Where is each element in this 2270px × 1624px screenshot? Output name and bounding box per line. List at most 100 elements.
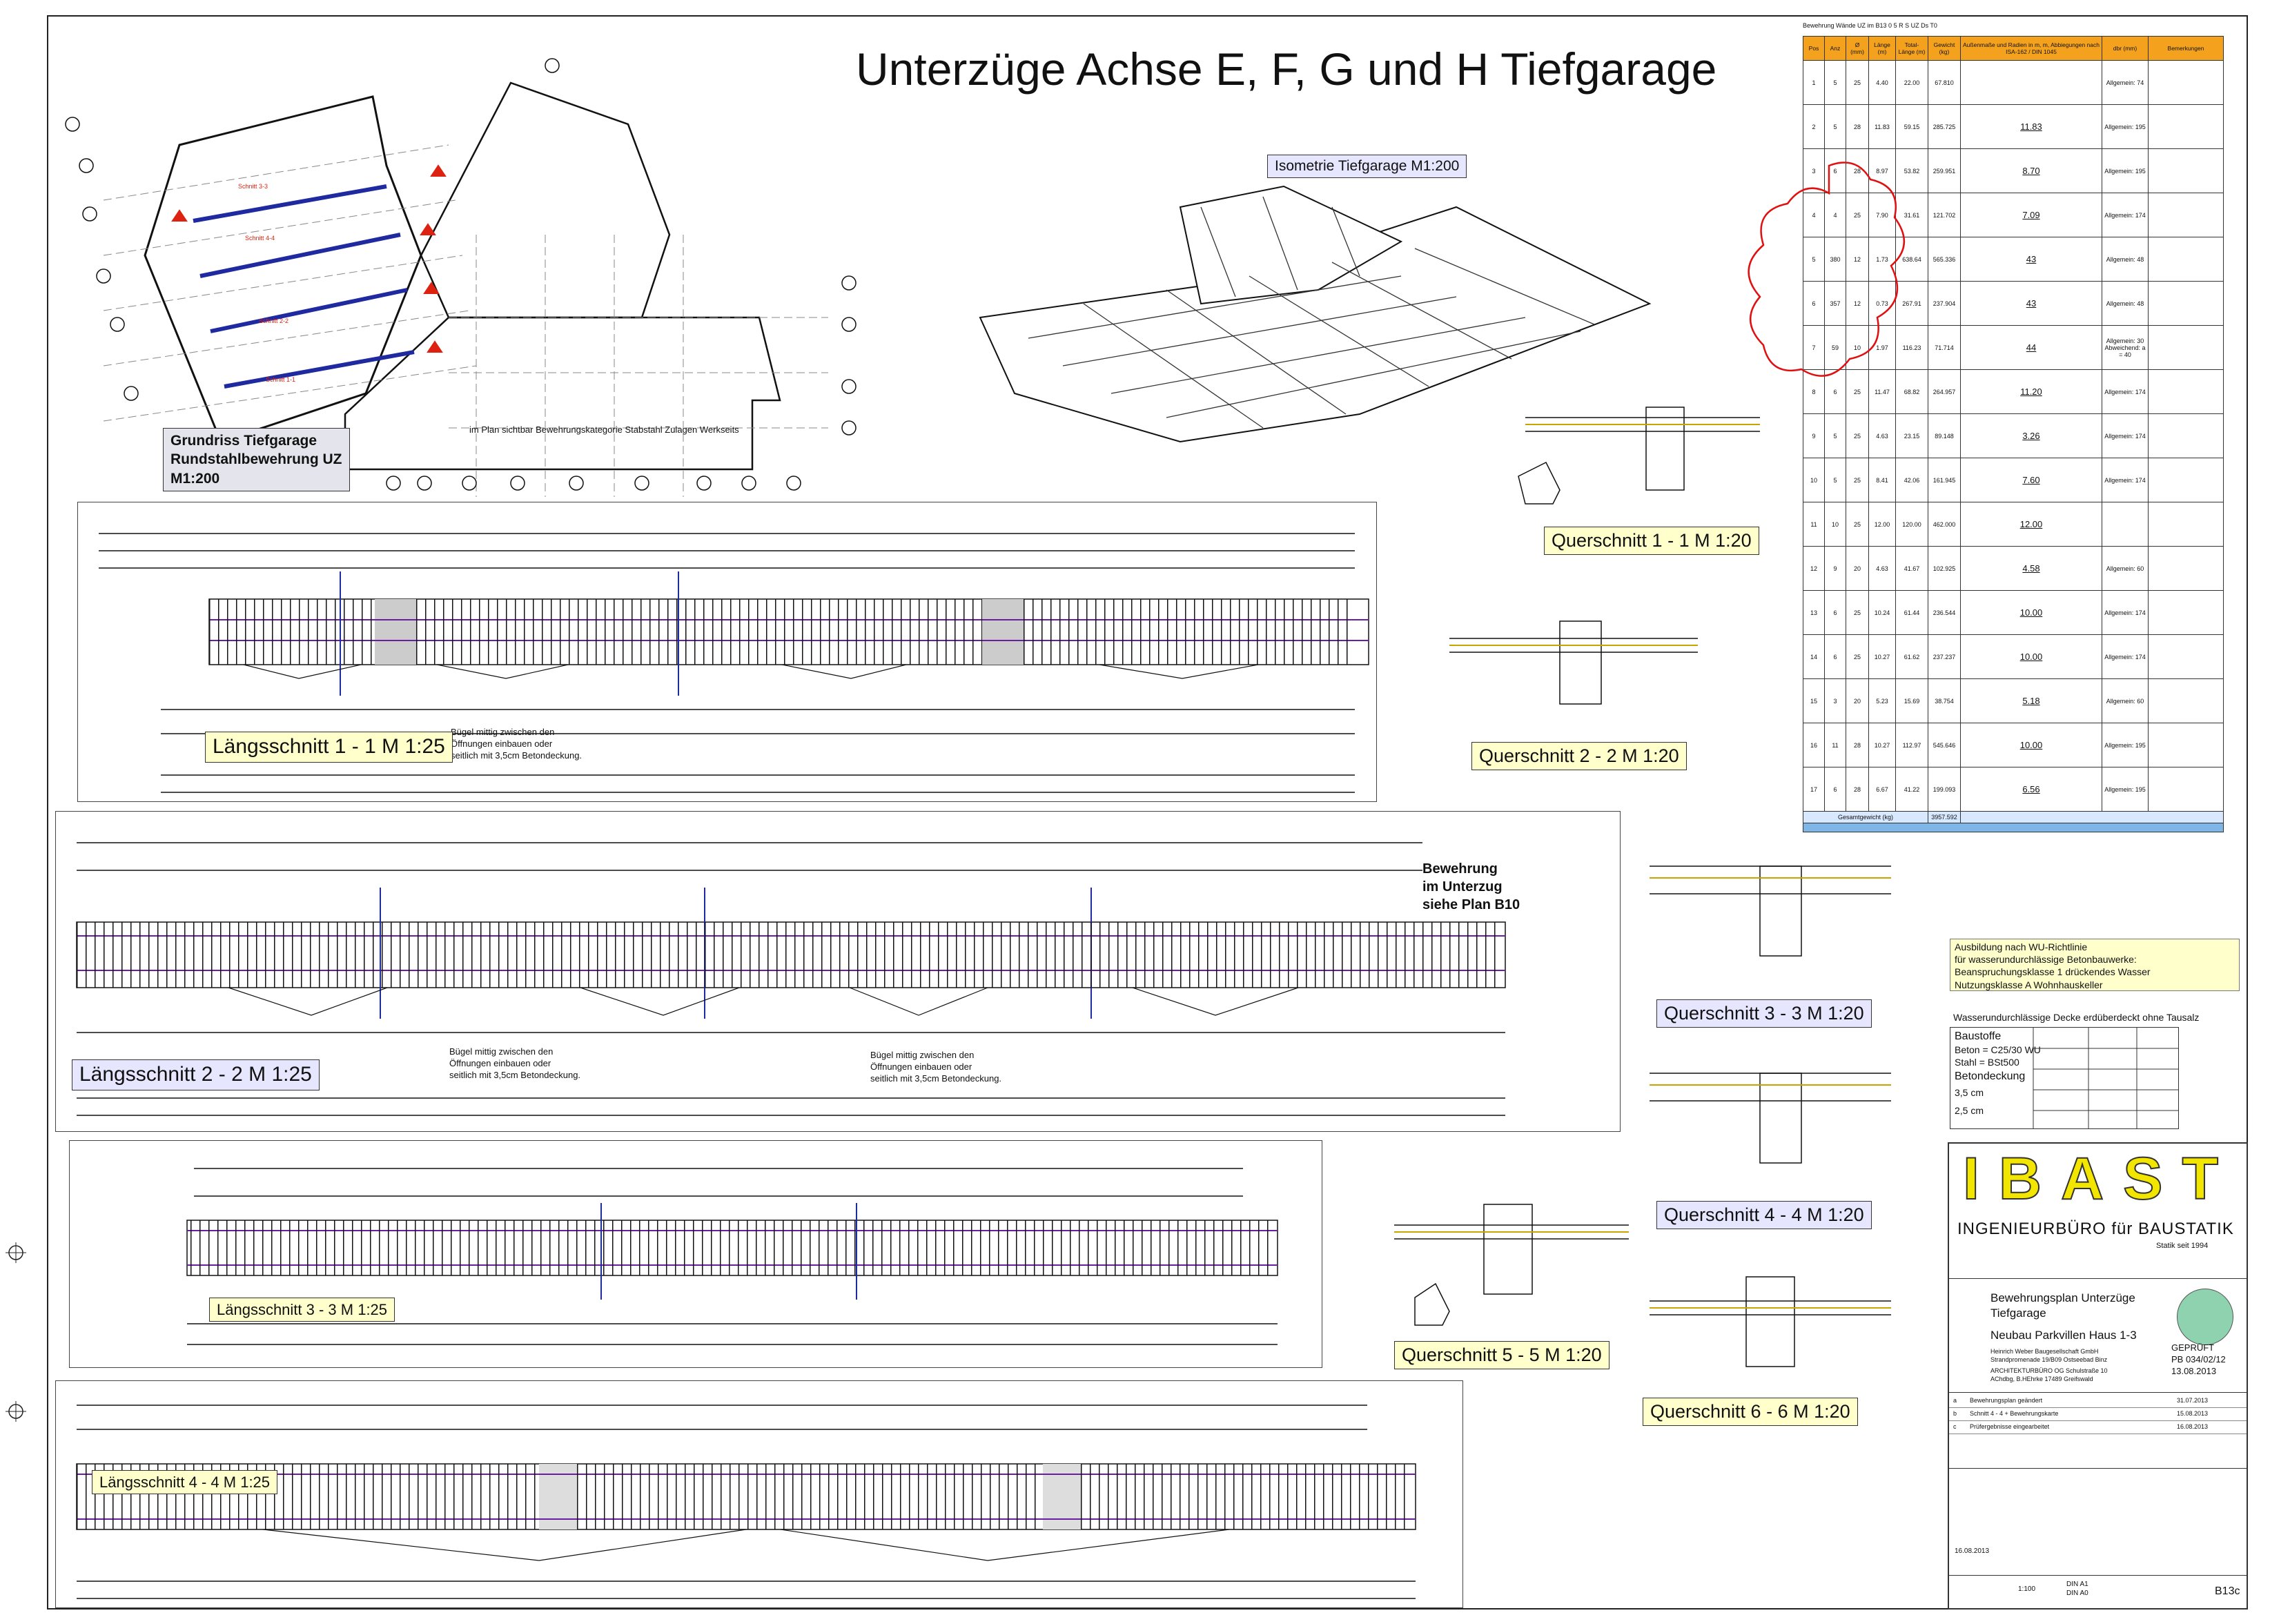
cross-section-6-label: Querschnitt 6 - 6 M 1:20 xyxy=(1643,1398,1858,1427)
table-cell: 10 xyxy=(1803,458,1825,502)
company-logo: IBAST xyxy=(1962,1145,2238,1213)
table-cell: 6 xyxy=(1803,281,1825,326)
isometric-drawing xyxy=(973,166,1656,456)
cross-section-4-drawing xyxy=(1643,1042,1898,1180)
table-cell: 264.957 xyxy=(1928,369,1961,414)
longitudinal-section-4-panel xyxy=(55,1380,1463,1608)
total-value: 3957.592 xyxy=(1928,811,1961,823)
table-cell: 237.904 xyxy=(1928,281,1961,326)
table-cell: 10.27 xyxy=(1868,634,1896,679)
table-cell: 38.754 xyxy=(1928,678,1961,723)
table-cell: Allgemein: 48 xyxy=(2102,237,2149,282)
table-cell: 6 xyxy=(1824,148,1846,193)
table-cell: 15 xyxy=(1803,678,1825,723)
table-cell: Allgemein: 174 xyxy=(2102,413,2149,458)
tb-divider-3 xyxy=(1949,1468,2247,1469)
longitudinal-section-4-label: Längsschnitt 4 - 4 M 1:25 xyxy=(92,1470,278,1495)
table-cell: Allgemein: 195 xyxy=(2102,767,2149,812)
wu-note-2: Wasserundurchlässige Decke erdüberdeckt … xyxy=(1953,1012,2200,1023)
revision-date: 15.08.2013 xyxy=(2177,1410,2209,1417)
longitudinal-section-3-panel xyxy=(69,1140,1322,1368)
company-name: INGENIEURBÜRO für BAUSTATIK xyxy=(1957,1220,2234,1238)
table-cell: Allgemein: 74 xyxy=(2102,60,2149,105)
table-cell: 23.15 xyxy=(1895,413,1928,458)
longitudinal-section-1-label: Längsschnitt 1 - 1 M 1:25 xyxy=(205,732,453,763)
floor-plan: Schnitt 3-3 Schnitt 4-4 Schnitt 2-2 Schn… xyxy=(62,28,877,511)
revision-cloud xyxy=(1748,162,1905,377)
schedule-header: Pos xyxy=(1803,36,1825,61)
table-cell: 102.925 xyxy=(1928,546,1961,591)
table-cell: 25 xyxy=(1846,60,1869,105)
table-cell: 11 xyxy=(1803,502,1825,547)
schedule-header-row: Pos Anz Ø (mm) Länge (m) Total-Länge (m)… xyxy=(1803,36,2224,61)
longitudinal-section-3-label: Längsschnitt 3 - 3 M 1:25 xyxy=(209,1298,395,1322)
table-cell: Allgemein: 174 xyxy=(2102,369,2149,414)
table-cell: 4.40 xyxy=(1868,60,1896,105)
cross-section-6-svg xyxy=(1650,1276,1891,1367)
revision-index: c xyxy=(1953,1423,1957,1430)
table-cell xyxy=(2148,458,2224,502)
table-cell xyxy=(2148,148,2224,193)
revision-text: Bewehrungsplan geändert xyxy=(1970,1397,2043,1404)
cross-section-6-drawing xyxy=(1643,1249,1898,1387)
table-cell: 8.41 xyxy=(1868,458,1896,502)
cross-section-2-drawing xyxy=(1442,580,1705,718)
table-cell: 25 xyxy=(1846,458,1869,502)
section-mark-4: Schnitt 4-4 xyxy=(245,235,275,242)
floor-plan-label: Grundriss Tiefgarage Rundstahlbewehrung … xyxy=(163,428,350,491)
table-cell: 9 xyxy=(1803,413,1825,458)
table-cell: 25 xyxy=(1846,590,1869,635)
table-cell: 4 xyxy=(1803,193,1825,237)
table-cell: 5 xyxy=(1824,104,1846,149)
table-cell: 43 xyxy=(1960,237,2102,282)
longitudinal-section-2-label: Längsschnitt 2 - 2 M 1:25 xyxy=(72,1059,320,1090)
schedule-header: Außenmaße und Radien in m, m, Abbiegunge… xyxy=(1960,36,2102,61)
table-cell: 199.093 xyxy=(1928,767,1961,812)
table-cell: Allgemein: 48 xyxy=(2102,281,2149,326)
cross-section-1-svg xyxy=(1518,407,1760,505)
schedule-header: Bemerkungen xyxy=(2148,36,2224,61)
project-title: Bewehrungsplan Unterzüge Tiefgarage xyxy=(1990,1291,2135,1320)
table-cell: 61.62 xyxy=(1895,634,1928,679)
table-total-row: Gesamtgewicht (kg)3957.592 xyxy=(1803,811,2224,823)
table-cell: 236.544 xyxy=(1928,590,1961,635)
schedule-header: Ø (mm) xyxy=(1846,36,1869,61)
table-cell: 28 xyxy=(1846,723,1869,767)
table-cell: Allgemein: 60 xyxy=(2102,678,2149,723)
stirrups-4c xyxy=(1081,1464,1412,1529)
plan-note: im Plan sichtbar Bewehrungskategorie Sta… xyxy=(469,424,739,435)
table-cell: 4.58 xyxy=(1960,546,2102,591)
cross-section-5-svg xyxy=(1394,1204,1629,1326)
section-1-note: Bügel mittig zwischen den Öffnungen einb… xyxy=(451,727,583,761)
table-cell: 43 xyxy=(1960,281,2102,326)
cross-section-1-label: Querschnitt 1 - 1 M 1:20 xyxy=(1544,527,1759,556)
table-cell: 11.20 xyxy=(1960,369,2102,414)
table-cell: 20 xyxy=(1846,678,1869,723)
table-cell xyxy=(2148,281,2224,326)
section-mark-2: Schnitt 2-2 xyxy=(259,317,289,324)
table-cell: 10.00 xyxy=(1960,723,2102,767)
schedule-header: Total-Länge (m) xyxy=(1895,36,1928,61)
table-cell: 462.000 xyxy=(1928,502,1961,547)
cross-section-5-drawing xyxy=(1387,1173,1636,1332)
schedule-header: dbr (mm) xyxy=(2102,36,2149,61)
table-cell: 53.82 xyxy=(1895,148,1928,193)
table-cell: 12.00 xyxy=(1960,502,2102,547)
table-cell: 2 xyxy=(1803,104,1825,149)
cross-section-4-svg xyxy=(1650,1073,1891,1164)
table-cell: 5 xyxy=(1824,60,1846,105)
cross-section-3-drawing xyxy=(1643,835,1898,987)
table-cell: 59.15 xyxy=(1895,104,1928,149)
approval-stamp-icon xyxy=(2177,1289,2233,1345)
table-cell xyxy=(1803,823,2224,832)
cross-section-1-drawing xyxy=(1511,352,1767,518)
